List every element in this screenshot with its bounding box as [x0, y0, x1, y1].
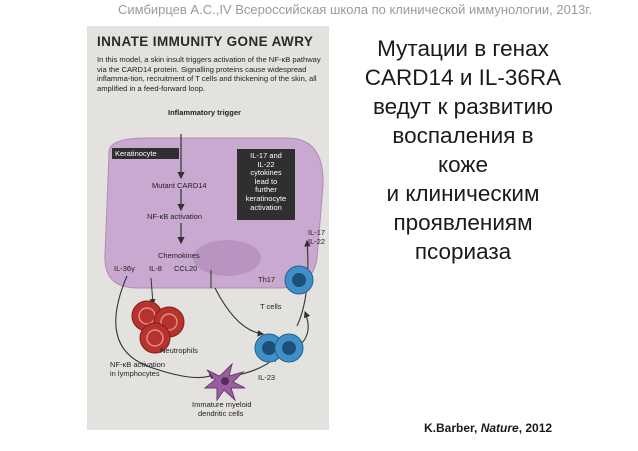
- dendritic-label-1: Immature myeloid: [192, 400, 252, 409]
- th17-cell: [284, 265, 314, 295]
- nfkb-activation-label: NF-κB activation: [147, 212, 203, 221]
- neutrophils-label: Neutrophils: [160, 346, 198, 355]
- slide-title-line: псориаза: [414, 239, 512, 264]
- il17-label: IL-17: [308, 228, 326, 237]
- slide-title-line: коже: [438, 152, 488, 177]
- il23-label: IL-23: [258, 373, 276, 382]
- mutant-card14-label: Mutant CARD14: [152, 181, 207, 190]
- cytokine-line: IL-22: [257, 159, 275, 169]
- chemokines-label: Chemokines: [158, 251, 200, 260]
- il8-label: IL-8: [149, 264, 162, 273]
- nfkb-lymphocytes-label-2: in lymphocytes: [110, 369, 160, 378]
- source-year: , 2012: [518, 421, 553, 435]
- il36-label: IL-36γ: [114, 264, 135, 273]
- cytokine-line: IL-17 and: [250, 151, 282, 160]
- dendritic-cell: [203, 362, 246, 402]
- ccl20-to-tcells-arrow: [214, 287, 265, 337]
- slide-title-line: проявлениям: [393, 210, 533, 235]
- slide-title: Мутации в генах CARD14 и IL-36RA ведут к…: [338, 34, 588, 266]
- figure-title: INNATE IMMUNITY GONE AWRY: [97, 34, 314, 49]
- source-citation: K.Barber, Nature, 2012: [424, 421, 552, 435]
- slide-title-line: ведут к развитию: [372, 94, 554, 119]
- slide-title-line: воспаления в: [392, 123, 534, 148]
- tcells-label: T cells: [260, 302, 282, 311]
- trigger-label: Inflammatory trigger: [168, 108, 241, 117]
- cytokine-line: activation: [250, 202, 282, 212]
- cytokine-line: keratinocyte: [245, 193, 287, 203]
- slide-title-line: Мутации в генах: [377, 36, 549, 61]
- keratinocyte-label: Keratinocyte: [112, 148, 179, 159]
- slide-title-line: CARD14 и IL-36RA: [364, 65, 562, 90]
- cytokine-box: IL-17 and IL-22 cytokines lead to furthe…: [237, 149, 295, 220]
- cytokine-line: lead to: [254, 176, 278, 186]
- slide-title-line: и клиническим: [386, 181, 540, 206]
- keratinocyte-nucleus: [193, 240, 261, 276]
- nfkb-lymphocytes-label-1: NF-κB activation: [110, 360, 166, 369]
- tcells-to-th17-arrow: [300, 310, 311, 345]
- header-citation: Симбирцев А.С.,IV Всероссийская школа по…: [118, 2, 593, 17]
- il22-label: IL-22: [308, 237, 326, 246]
- th17-label: Th17: [258, 275, 276, 284]
- source-author: K.Barber,: [424, 421, 481, 435]
- figure-caption: In this model, a skin insult triggers ac…: [97, 55, 321, 94]
- cytokine-line: further: [255, 185, 277, 195]
- ccl20-label: CCL20: [174, 264, 198, 273]
- t-cells: [254, 333, 304, 363]
- il36-loop-arrow: [115, 275, 216, 380]
- neutrophil-cells: [131, 300, 185, 354]
- dendritic-label-2: dendritic cells: [198, 409, 244, 418]
- source-journal: Nature: [480, 421, 519, 435]
- cytokine-line: cytokines: [250, 168, 282, 178]
- il8-to-neutrophil-arrow: [149, 277, 156, 305]
